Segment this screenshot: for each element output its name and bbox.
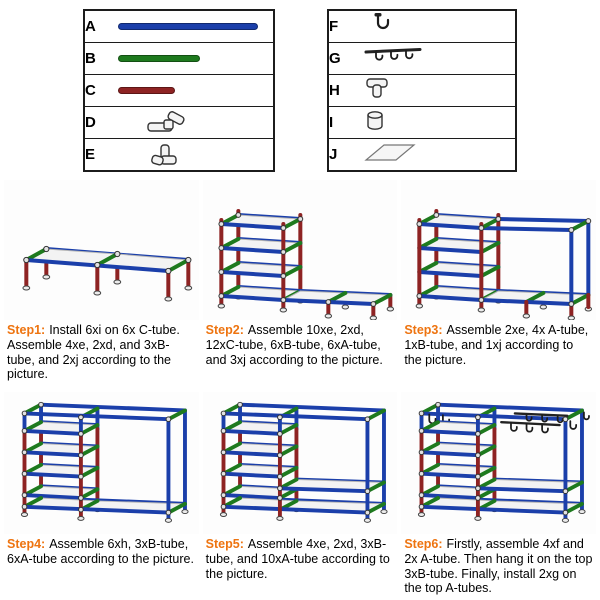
legend-row-g: G xyxy=(328,42,516,75)
joints xyxy=(23,245,192,275)
step6-caption: Step6:Firstly, assemble 4xf and 2x A-tub… xyxy=(401,534,596,596)
parts-legend-right: F G xyxy=(327,9,517,172)
step4-illustration xyxy=(4,392,199,534)
step4-cell: Step4:Assemble 6xh, 3xB-tube, 6xA-tube a… xyxy=(4,392,199,596)
step3-caption: Step3:Assemble 2xe, 4x A-tube, 1xB-tube,… xyxy=(401,320,596,367)
step1-caption: Step1:Install 6xi on 6x C-tube. Assemble… xyxy=(4,320,199,382)
part-letter-i: I xyxy=(328,106,362,139)
step5-illustration xyxy=(202,392,398,534)
shelf-tiers xyxy=(221,420,299,500)
hook-rail-icon xyxy=(364,48,422,61)
top-frame xyxy=(479,217,591,232)
part-letter-b: B xyxy=(84,41,118,75)
legend-row-f: F xyxy=(328,10,516,43)
joints xyxy=(218,212,376,307)
shelf-tiers xyxy=(22,420,100,500)
joints xyxy=(220,401,370,516)
part-letter-d: D xyxy=(84,106,118,139)
right-low-shelf xyxy=(476,477,585,494)
parts-legend: A B C D xyxy=(0,0,600,172)
step3-text: Assemble 2xe, 4x A-tube, 1xB-tube, and 1… xyxy=(404,323,589,367)
legend-row-e: E xyxy=(84,138,274,171)
legend-row-d: D xyxy=(84,106,274,139)
step4-label: Step4: xyxy=(7,537,46,551)
shelf-panel-icon xyxy=(364,144,416,161)
step5-label: Step5: xyxy=(205,537,244,551)
tube-cap-icon xyxy=(367,111,383,130)
step5-caption: Step5:Assemble 4xe, 2xd, 3xB-tube, and 1… xyxy=(203,534,398,581)
part-letter-h: H xyxy=(328,74,362,107)
step5-text: Assemble 4xe, 2xd, 3xB-tube, and 10xA-tu… xyxy=(205,537,390,581)
step1-illustration xyxy=(4,180,199,320)
step3-illustration xyxy=(401,180,596,320)
tee-connector-icon xyxy=(366,78,388,98)
step2-text: Assemble 10xe, 2xd, 12xC-tube, 6xB-tube,… xyxy=(205,323,383,367)
part-letter-f: F xyxy=(329,18,339,35)
front-legs xyxy=(22,258,173,302)
shelf-tiers xyxy=(218,213,302,302)
legend-row-a: A xyxy=(84,10,274,42)
hanging-hook-icon xyxy=(374,13,390,30)
step6-illustration xyxy=(401,392,596,534)
legend-row-b: B xyxy=(84,41,274,75)
legend-row-h: H xyxy=(328,74,516,107)
front-posts xyxy=(415,218,486,313)
front-posts xyxy=(217,218,287,313)
legend-row-c: C xyxy=(84,73,274,107)
step5-cell: Step5:Assemble 4xe, 2xd, 3xB-tube, and 1… xyxy=(202,392,398,596)
bench-extension xyxy=(479,289,593,319)
joints xyxy=(419,401,569,516)
step6-cell: Step6:Firstly, assemble 4xf and 2x A-tub… xyxy=(401,392,596,596)
part-letter-e: E xyxy=(84,138,118,171)
part-letter-g: G xyxy=(328,42,362,75)
parts-legend-left: A B C D xyxy=(83,9,275,172)
step2-cell: Step2:Assemble 10xe, 2xd, 12xC-tube, 6xB… xyxy=(202,180,398,382)
shelf-tiers xyxy=(417,213,501,302)
step2-caption: Step2:Assemble 10xe, 2xd, 12xC-tube, 6xB… xyxy=(203,320,398,367)
joints xyxy=(416,212,592,307)
top-frame xyxy=(22,402,187,422)
step1-label: Step1: xyxy=(7,323,46,337)
bench-extension xyxy=(280,289,394,320)
c-tube-icon xyxy=(118,86,175,94)
part-letter-c: C xyxy=(84,73,118,107)
part-letter-a: A xyxy=(85,17,96,35)
right-low-shelf xyxy=(277,477,386,494)
hanger-rails xyxy=(500,412,569,434)
b-tube-icon xyxy=(118,54,200,62)
three-way-connector-icon xyxy=(147,110,185,132)
a-tube-icon xyxy=(118,22,258,30)
step4-text: Assemble 6xh, 3xB-tube, 6xA-tube accordi… xyxy=(7,537,194,566)
step6-text: Firstly, assemble 4xf and 2x A-tube. The… xyxy=(404,537,593,596)
assembly-steps: Step1:Install 6xi on 6x C-tube. Assemble… xyxy=(0,172,600,596)
step1-cell: Step1:Install 6xi on 6x C-tube. Assemble… xyxy=(4,180,199,382)
part-letter-j: J xyxy=(328,138,362,171)
step6-label: Step6: xyxy=(404,537,443,551)
top-frame xyxy=(419,402,585,422)
bottom-bench xyxy=(221,496,386,515)
step1-text: Install 6xi on 6x C-tube. Assemble 4xe, … xyxy=(7,323,180,382)
bottom-bench xyxy=(22,496,187,515)
bottom-bench xyxy=(419,496,585,515)
legend-row-j: J xyxy=(328,138,516,171)
top-frame xyxy=(221,402,386,422)
step3-label: Step3: xyxy=(404,323,443,337)
legend-row-i: I xyxy=(328,106,516,139)
corner-connector-icon xyxy=(151,143,177,166)
step2-illustration xyxy=(202,180,398,320)
step4-caption: Step4:Assemble 6xh, 3xB-tube, 6xA-tube a… xyxy=(4,534,199,567)
step2-label: Step2: xyxy=(205,323,244,337)
cross-rails xyxy=(24,247,191,273)
joints xyxy=(21,401,172,516)
step3-cell: Step3:Assemble 2xe, 4x A-tube, 1xB-tube,… xyxy=(401,180,596,382)
